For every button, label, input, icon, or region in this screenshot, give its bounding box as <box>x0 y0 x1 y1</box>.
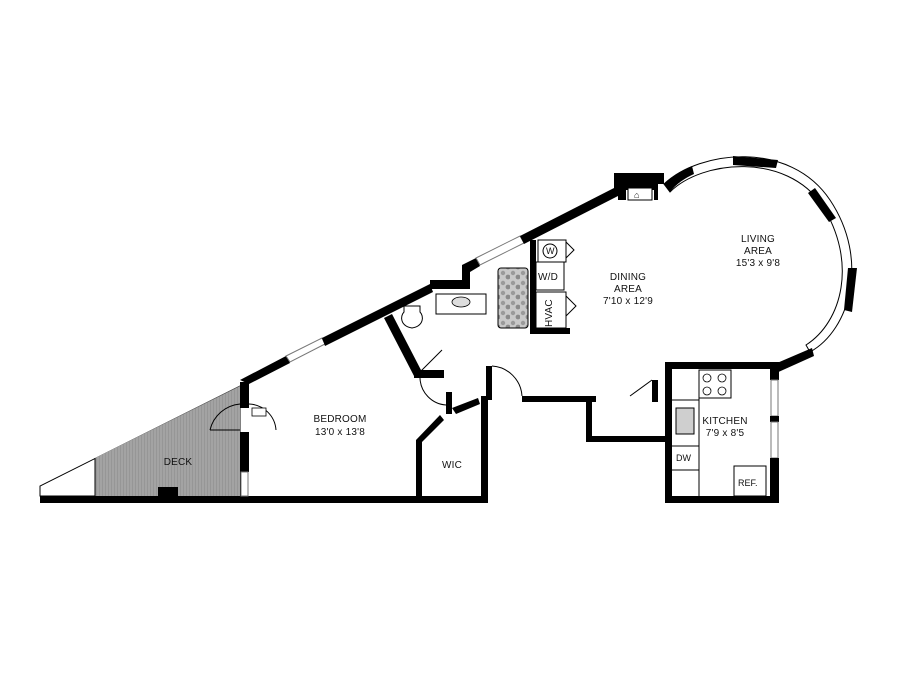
deck-door-arc <box>209 403 241 431</box>
toilet <box>401 305 423 329</box>
room-labels: LIVING AREA 15'3 x 9'8 DINING AREA 7'10 … <box>164 234 780 471</box>
entry-jamb <box>486 366 492 400</box>
exterior-walls: ⌂ <box>40 156 857 503</box>
burner-3 <box>702 386 712 396</box>
laundry-door-2 <box>565 295 577 317</box>
closet-west-wall <box>586 396 592 442</box>
deck-name: DECK <box>164 457 193 468</box>
bath-north-wall-2 <box>462 265 470 289</box>
bathtub <box>497 267 529 329</box>
washer-dryer-label: W/D <box>538 272 558 283</box>
kitchen-east-wall <box>770 366 779 380</box>
living-pier-2 <box>808 188 836 222</box>
living-curve-wall-a <box>664 166 694 192</box>
kitchen-name: KITCHEN <box>702 416 747 427</box>
living-pier-4 <box>770 348 814 374</box>
bottom-wall <box>40 496 488 503</box>
bath-door-swing <box>419 349 443 373</box>
bath-door-arc <box>419 377 447 406</box>
laundry-west-wall <box>530 240 536 334</box>
fireplace-box <box>627 187 653 201</box>
burner-2 <box>717 373 727 383</box>
wic-west-wall-vert <box>416 440 422 498</box>
deck-door-panel <box>251 407 267 417</box>
hall-south-wall <box>522 396 596 402</box>
living-pier-1 <box>733 156 778 168</box>
hvac-box <box>535 291 567 329</box>
living-dims: 15'3 x 9'8 <box>736 258 780 269</box>
deck-door-arc-2 <box>248 403 277 431</box>
diag-window-2 <box>475 235 525 266</box>
kitchen-east-pier <box>770 416 779 422</box>
dining-name-line2: AREA <box>614 284 642 295</box>
diag-wall-2 <box>322 284 433 346</box>
diag-window-1 <box>285 337 326 363</box>
kitchen-fixtures: DW REF. <box>672 369 767 500</box>
dishwasher-label: DW <box>676 453 691 463</box>
living-pier-3 <box>844 268 857 312</box>
kitchen-east-window-1 <box>770 379 779 417</box>
diag-wall-3 <box>462 258 480 272</box>
dining-dims: 7'10 x 12'9 <box>603 296 653 307</box>
chimney-column <box>614 173 664 200</box>
diag-wall-4 <box>520 188 618 244</box>
closet-south-wall <box>586 436 668 442</box>
laundry-door-1 <box>565 241 575 259</box>
washer-dryer-box <box>535 261 565 291</box>
deck-post <box>158 487 178 497</box>
laundry-south-wall <box>536 328 570 334</box>
wic-north-wall <box>452 398 480 414</box>
refrigerator <box>733 465 767 497</box>
bath-north-wall <box>430 280 462 289</box>
bedroom-name: BEDROOM <box>313 414 366 425</box>
wic-west-wall <box>416 415 444 442</box>
living-name-line1: LIVING <box>741 234 775 245</box>
wic-corridor-wall <box>446 392 452 414</box>
kitchen-west-wall <box>665 362 672 500</box>
closet-east-jamb <box>652 380 658 402</box>
washer-circle <box>542 243 558 259</box>
wic-name: WIC <box>442 460 462 471</box>
bedroom-west-wall <box>240 382 249 408</box>
deck <box>39 385 241 497</box>
sink-basin <box>451 296 471 308</box>
closet-door <box>629 379 653 397</box>
kitchen-sink <box>675 407 695 435</box>
bedroom-west-wall-lower <box>240 432 249 472</box>
wic-east-wall <box>481 396 488 500</box>
burner-4 <box>717 386 727 396</box>
washer-label: W <box>546 246 555 256</box>
kitchen-east-window-2 <box>770 421 779 459</box>
kitchen-north-wall <box>665 362 779 369</box>
bedroom-west-window <box>240 471 249 497</box>
living-name-line2: AREA <box>744 246 772 257</box>
diag-wall-1 <box>240 356 290 384</box>
laundry-hvac: W W/D HVAC <box>535 239 577 329</box>
bath-south-wall <box>414 370 444 378</box>
deck-surface <box>95 386 240 496</box>
kitchen-east-wall-lower <box>770 458 779 500</box>
kitchen-dims: 7'9 x 8'5 <box>706 428 745 439</box>
hvac-label: HVAC <box>544 299 555 327</box>
deck-door <box>209 403 277 431</box>
dining-name-line1: DINING <box>610 272 646 283</box>
kitchen-south-wall <box>665 496 779 503</box>
refrigerator-label: REF. <box>738 478 758 488</box>
burner-1 <box>702 373 712 383</box>
bedroom-dims: 13'0 x 13'8 <box>315 427 365 438</box>
bathroom <box>401 267 529 329</box>
entry-door-arc <box>491 365 523 397</box>
fireplace-icon: ⌂ <box>634 190 639 200</box>
bath-west-wall <box>384 314 422 376</box>
interior-walls <box>384 240 779 500</box>
